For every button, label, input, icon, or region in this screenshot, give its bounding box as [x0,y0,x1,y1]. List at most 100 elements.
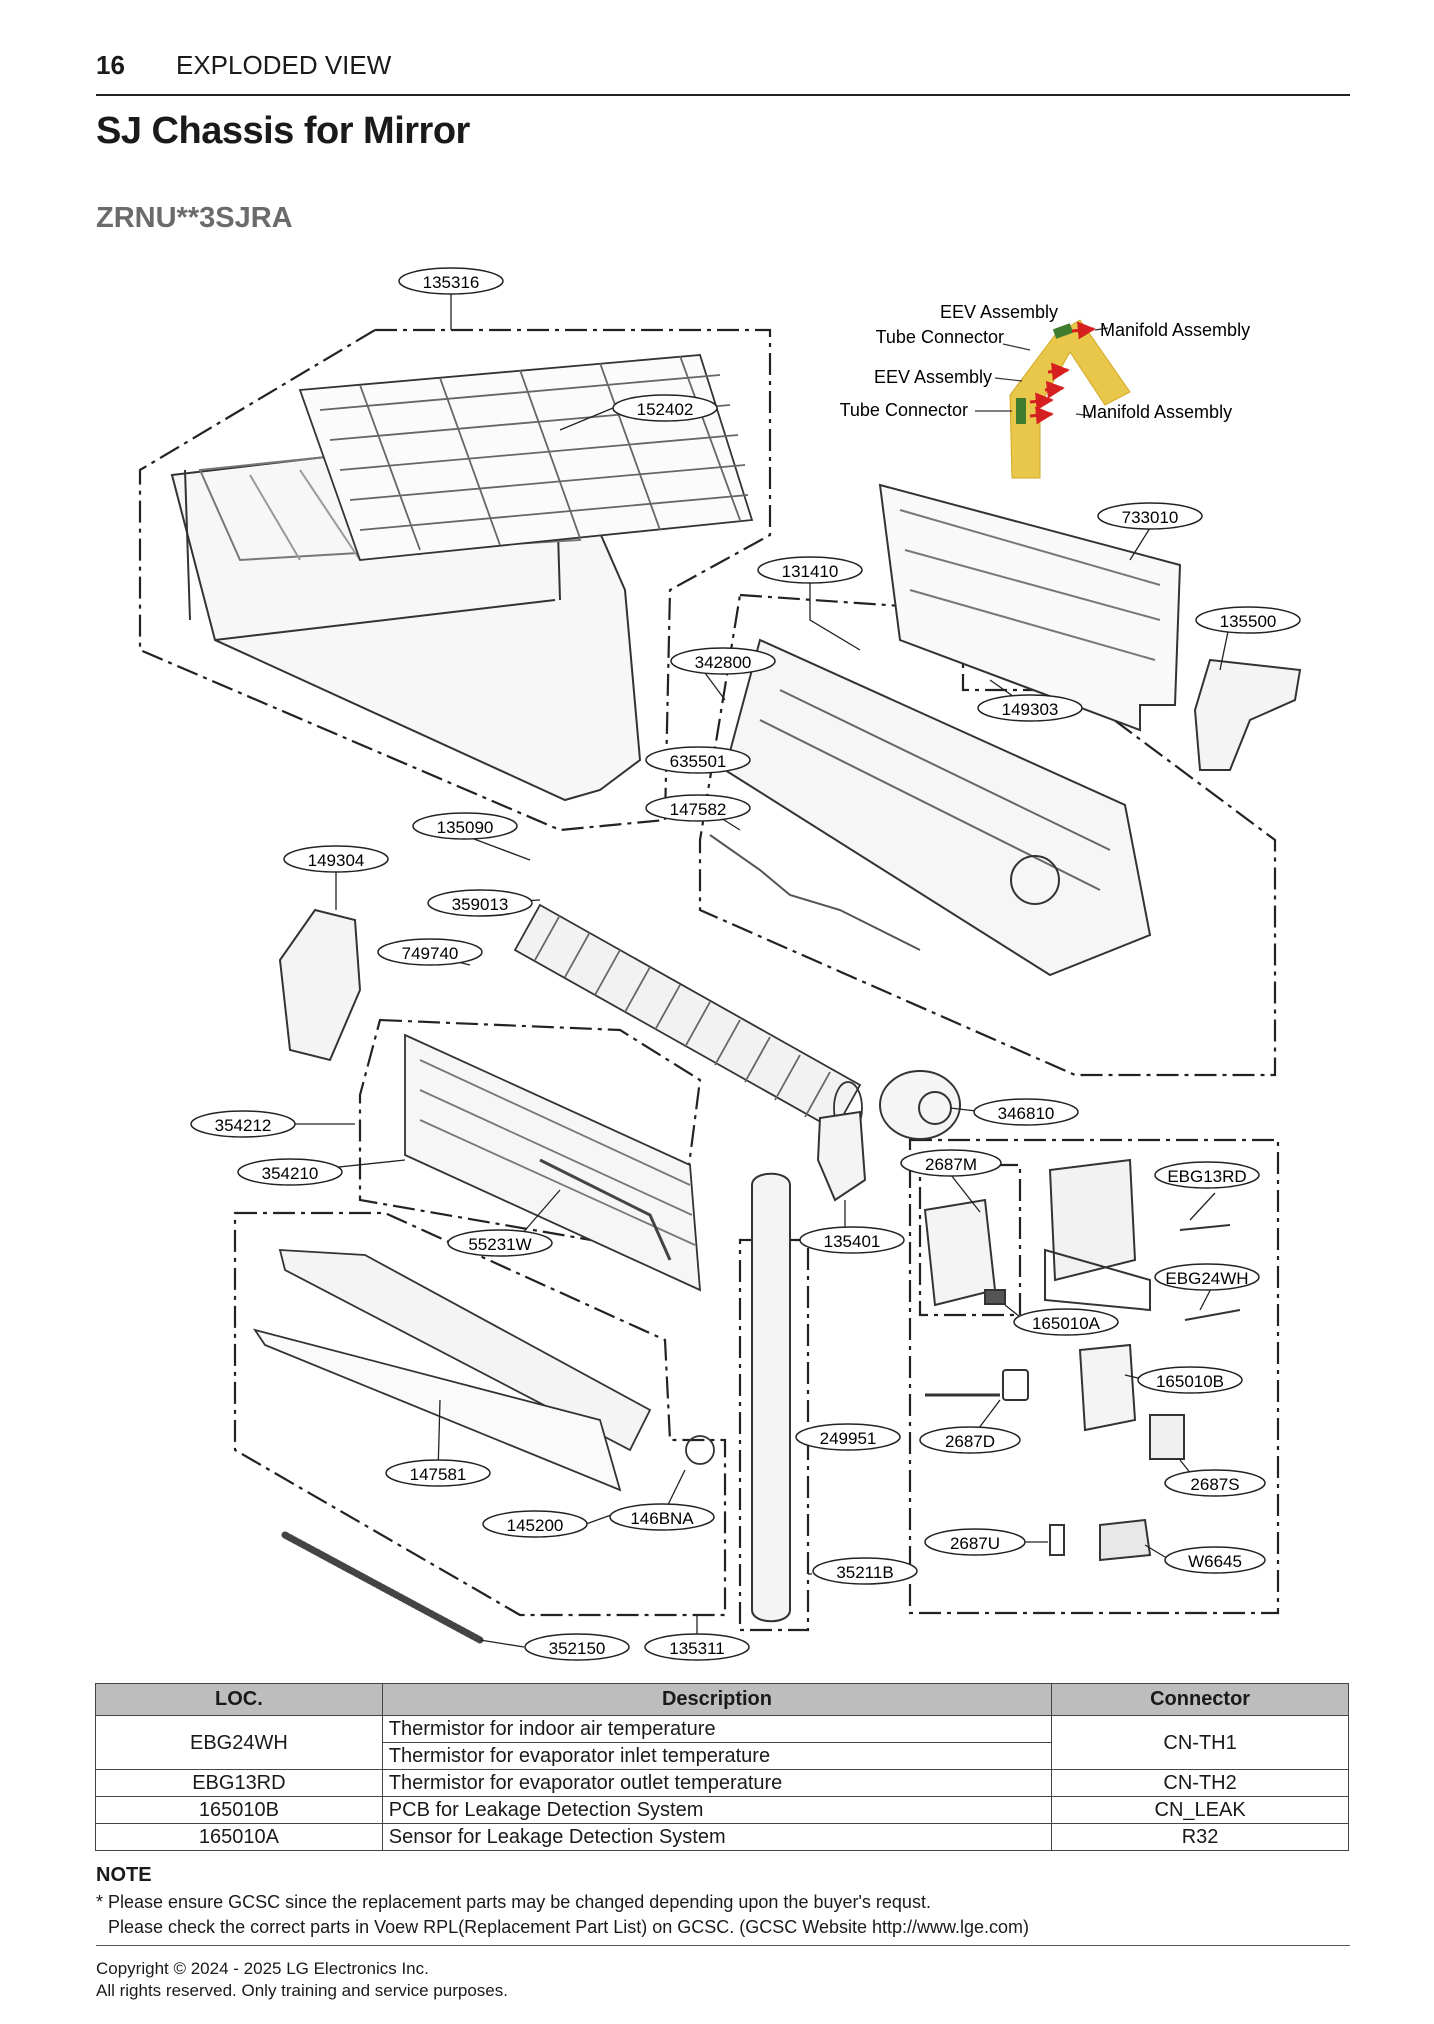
cell-connector: CN-TH2 [1051,1769,1349,1797]
cell-loc: 165010A [95,1823,383,1851]
svg-text:2687D: 2687D [945,1432,995,1451]
svg-text:249951: 249951 [820,1429,877,1448]
note-heading: NOTE [96,1864,152,1886]
motor-cover-drawing [816,1110,867,1202]
side-bracket-drawing [278,908,362,1062]
inset-eev-assembly-1: EEV Assembly [940,302,1058,322]
callout-2687U: 2687U [924,1528,1026,1556]
exploded-view-diagram: EEV Assembly Tube Connector Manifold Ass… [138,267,1302,1661]
drain-pan-drawing [252,1249,715,1492]
callout-147581: 147581 [385,1459,491,1487]
callout-249951: 249951 [795,1423,901,1451]
note-line: * Please ensure GCSC since the replaceme… [96,1892,931,1912]
inset-manifold-assembly-1: Manifold Assembly [1100,320,1250,340]
page-header: 16 EXPLODED VIEW [96,50,1350,96]
flexible-hose-drawing [281,1531,484,1644]
eev-inset-drawing: EEV Assembly Tube Connector Manifold Ass… [840,302,1250,479]
note-line: Please check the correct parts in Voew R… [108,1917,1030,1937]
rights-line: All rights reserved. Only training and s… [96,1981,508,2000]
svg-text:135316: 135316 [423,273,480,292]
footer-divider [96,1945,1350,1946]
evaporator-drawing [404,1033,702,1292]
table-row: 165010B PCB for Leakage Detection System… [95,1796,1349,1824]
svg-text:147581: 147581 [410,1465,467,1484]
table-row: EBG13RD Thermistor for evaporator outlet… [95,1769,1349,1797]
svg-text:131410: 131410 [782,562,839,581]
inset-eev-assembly-2: EEV Assembly [874,367,992,387]
cell-connector: R32 [1051,1823,1349,1851]
svg-text:354212: 354212 [215,1116,272,1135]
callout-EBG13RD: EBG13RD [1154,1161,1260,1189]
svg-text:135500: 135500 [1220,612,1277,631]
svg-text:135090: 135090 [437,818,494,837]
svg-text:145200: 145200 [507,1516,564,1535]
callout-2687M: 2687M [900,1149,1002,1177]
group-outlines [138,328,1280,1632]
callout-359013: 359013 [427,889,533,917]
callout-635501: 635501 [645,746,751,774]
page-title: SJ Chassis for Mirror [96,110,470,152]
svg-text:EBG24WH: EBG24WH [1165,1269,1248,1288]
header-loc: LOC. [95,1683,383,1716]
svg-text:152402: 152402 [637,400,694,419]
copyright-line: Copyright © 2024 - 2025 LG Electronics I… [96,1959,429,1978]
callout-152402: 152402 [612,394,718,422]
footer: Copyright © 2024 - 2025 LG Electronics I… [96,1958,508,2002]
inset-tube-connector-1: Tube Connector [876,327,1004,347]
header-connector: Connector [1051,1683,1349,1716]
callout-W6645: W6645 [1164,1546,1266,1574]
side-cover-drawing [1193,658,1302,771]
model-number: ZRNU**3SJRA [96,202,293,234]
svg-text:352150: 352150 [549,1639,606,1658]
cell-description: Thermistor for evaporator inlet temperat… [381,1742,1053,1770]
callout-354212: 354212 [190,1110,296,1138]
svg-text:165010B: 165010B [1156,1372,1224,1391]
callout-55231W: 55231W [447,1229,553,1257]
callout-149303: 149303 [977,694,1083,722]
svg-text:147582: 147582 [670,800,727,819]
svg-text:342800: 342800 [695,653,752,672]
callout-749740: 749740 [377,938,483,966]
cell-description: Thermistor for evaporator outlet tempera… [381,1769,1053,1797]
svg-text:635501: 635501 [670,752,727,771]
cell-loc: 165010B [95,1796,383,1824]
table-row: Thermistor for evaporator inlet temperat… [96,1742,1349,1770]
svg-text:149304: 149304 [308,851,365,870]
svg-text:2687U: 2687U [950,1534,1000,1553]
callout-346810: 346810 [973,1098,1079,1126]
svg-text:2687S: 2687S [1190,1475,1239,1494]
cell-description: Thermistor for indoor air temperature [381,1715,1053,1743]
inset-manifold-assembly-2: Manifold Assembly [1082,402,1232,422]
svg-text:55231W: 55231W [468,1235,531,1254]
callout-135090: 135090 [412,812,518,840]
page-number: 16 [96,50,125,80]
svg-text:165010A: 165010A [1032,1314,1101,1333]
section-title: EXPLODED VIEW [176,50,392,80]
svg-text:35211B: 35211B [836,1563,893,1582]
svg-text:2687M: 2687M [925,1155,977,1174]
svg-text:135311: 135311 [669,1639,724,1658]
callout-135500: 135500 [1195,606,1301,634]
svg-text:146BNA: 146BNA [630,1509,694,1528]
callout-135311: 135311 [644,1633,750,1661]
callout-149304: 149304 [283,845,389,873]
svg-text:W6645: W6645 [1188,1552,1242,1571]
callout-352150: 352150 [524,1633,630,1661]
crossflow-fan-drawing [513,903,863,1135]
parts-table: LOC. Description Connector EBG24WH Therm… [95,1683,1349,1851]
cell-loc: EBG13RD [95,1769,383,1797]
svg-text:EBG13RD: EBG13RD [1167,1167,1246,1186]
svg-text:346810: 346810 [998,1104,1055,1123]
svg-text:135401: 135401 [824,1232,881,1251]
cell-connector: CN_LEAK [1051,1796,1349,1824]
table-row: 165010A Sensor for Leakage Detection Sys… [95,1823,1349,1851]
pcb-drawing [923,1158,1241,1562]
svg-text:749740: 749740 [402,944,459,963]
note-body: * Please ensure GCSC since the replaceme… [96,1890,1029,1940]
callout-35211B: 35211B [812,1557,918,1585]
chassis-drawing [709,638,1152,977]
callout-165010B: 165010B [1137,1366,1243,1394]
svg-text:733010: 733010 [1122,508,1179,527]
cell-connector: CN-TH1 [1051,1715,1349,1770]
callout-147582: 147582 [645,794,751,822]
